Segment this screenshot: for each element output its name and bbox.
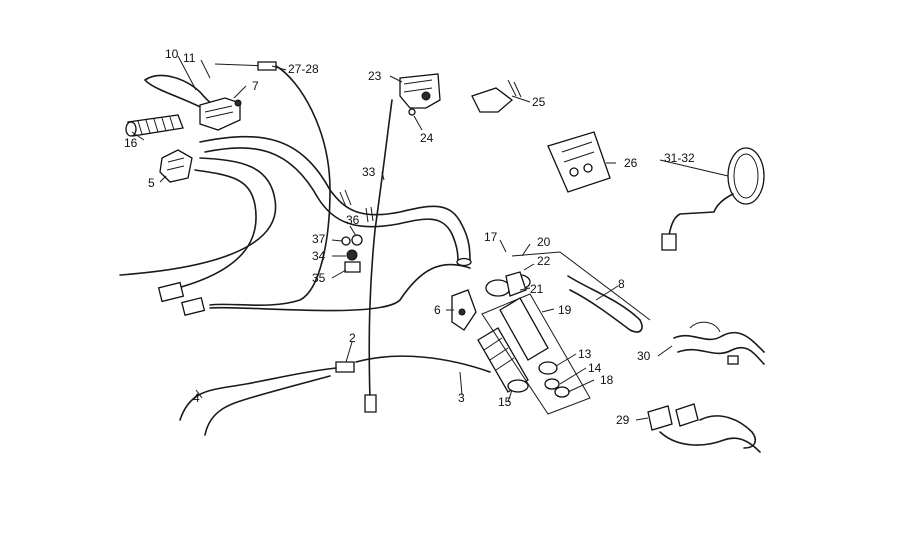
part-label-25: 25 bbox=[532, 95, 546, 109]
part-label-17: 17 bbox=[484, 230, 498, 244]
part-label-34: 34 bbox=[312, 249, 326, 263]
wiring-harness-30 bbox=[673, 321, 765, 365]
part-label-20: 20 bbox=[537, 235, 551, 249]
part-label-31-32: 31-32 bbox=[664, 151, 695, 165]
throttle-cables bbox=[179, 355, 491, 436]
wiring-harness-29 bbox=[647, 403, 761, 453]
part-label-19: 19 bbox=[558, 303, 572, 317]
part-label-21: 21 bbox=[530, 282, 544, 296]
grip-washers bbox=[538, 361, 570, 398]
part-label-30: 30 bbox=[637, 349, 651, 363]
right-detail-frame bbox=[481, 251, 651, 415]
part-label-35: 35 bbox=[312, 271, 326, 285]
right-switch-block bbox=[451, 289, 477, 331]
sticker-kit bbox=[547, 131, 611, 193]
part-label-33: 33 bbox=[362, 165, 376, 179]
part-label-26: 26 bbox=[624, 156, 638, 170]
part-label-37: 37 bbox=[312, 232, 326, 246]
part-label-10: 10 bbox=[165, 47, 179, 61]
part-label-5: 5 bbox=[148, 176, 155, 190]
left-switch-block bbox=[159, 149, 193, 183]
small-fasteners bbox=[341, 234, 363, 273]
choke-cable bbox=[209, 61, 331, 307]
right-switch-housing bbox=[485, 271, 531, 297]
part-label-2: 2 bbox=[349, 331, 356, 345]
part-label-29: 29 bbox=[616, 413, 630, 427]
throttle-grip bbox=[477, 297, 549, 393]
part-label-8: 8 bbox=[618, 277, 625, 291]
right-switch-wire bbox=[209, 263, 471, 312]
part-label-4: 4 bbox=[193, 391, 200, 405]
part-label-11: 11 bbox=[183, 51, 196, 65]
front-brake-lever bbox=[567, 275, 643, 333]
part-label-7: 7 bbox=[252, 79, 259, 93]
part-label-22: 22 bbox=[537, 254, 551, 268]
part-label-15: 15 bbox=[498, 395, 512, 409]
part-label-6: 6 bbox=[434, 303, 441, 317]
master-cylinder bbox=[399, 73, 441, 116]
part-label-14: 14 bbox=[588, 361, 602, 375]
part-label-36: 36 bbox=[346, 213, 360, 227]
leader-lines bbox=[131, 55, 729, 421]
part-label-3: 3 bbox=[458, 391, 465, 405]
left-wiring-harness bbox=[119, 157, 277, 316]
part-label-24: 24 bbox=[420, 131, 434, 145]
part-label-27-28: 27-28 bbox=[288, 62, 319, 76]
speedometer-cable bbox=[364, 99, 393, 413]
part-label-16: 16 bbox=[124, 136, 138, 150]
part-label-23: 23 bbox=[368, 69, 382, 83]
left-switch-housing bbox=[199, 97, 242, 131]
part-label-18: 18 bbox=[600, 373, 614, 387]
handlebar bbox=[199, 135, 472, 267]
part-label-13: 13 bbox=[578, 347, 592, 361]
left-grip bbox=[125, 114, 184, 137]
part-labels: 10 11 27-28 7 16 5 23 24 25 33 26 31-32 … bbox=[124, 47, 695, 427]
mirror-bracket-kit bbox=[471, 79, 522, 113]
